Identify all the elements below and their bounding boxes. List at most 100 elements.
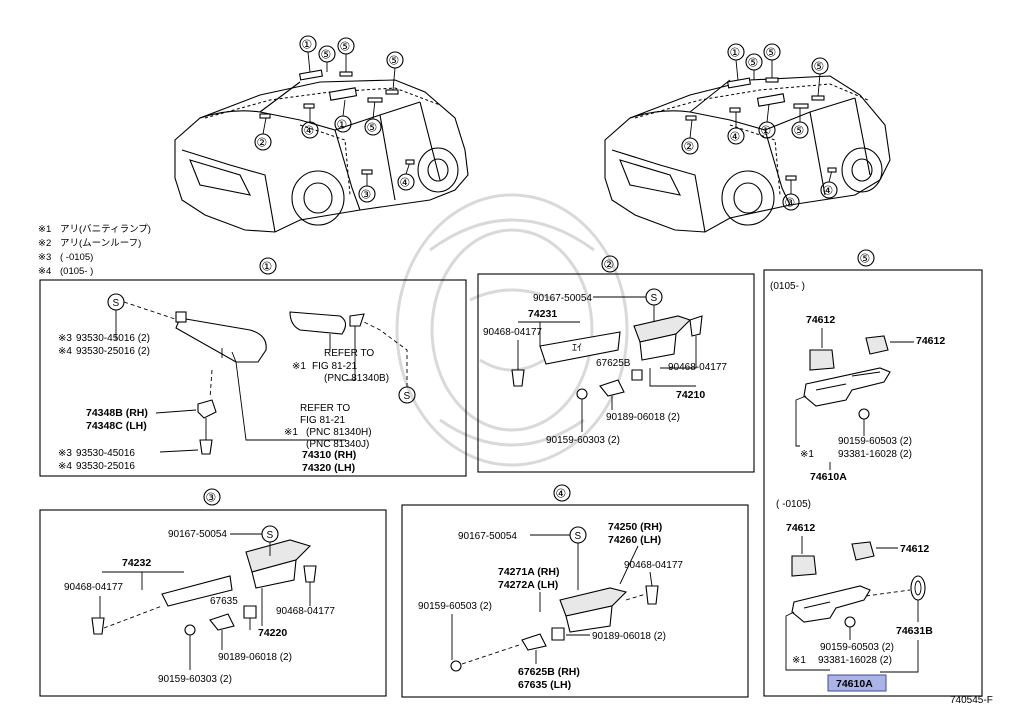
svg-text:S: S	[113, 298, 120, 309]
svg-text:90167-50054: 90167-50054	[168, 529, 227, 540]
svg-text:※1: ※1	[800, 449, 814, 460]
svg-text:※2: ※2	[38, 238, 51, 249]
svg-text:④: ④	[400, 176, 411, 190]
svg-text:※4: ※4	[58, 461, 72, 472]
svg-text:90159-60303 (2): 90159-60303 (2)	[546, 435, 620, 446]
svg-text:67625B (RH): 67625B (RH)	[518, 666, 580, 678]
svg-text:REFER TO: REFER TO	[324, 348, 374, 359]
section-3-assist-grip-rear: ③ 90167-50054 S 74232 90468-04177 67635 …	[39, 488, 387, 697]
section-4-assist-grip-rear-door: ④ 90167-50054 S 74250 (RH) 74260 (LH) 74…	[401, 484, 749, 698]
svg-text:74260 (LH): 74260 (LH)	[608, 534, 661, 546]
svg-text:74612: 74612	[900, 543, 929, 555]
svg-text:(PNC 81340H): (PNC 81340H)	[306, 427, 372, 438]
svg-text:⑤: ⑤	[794, 124, 805, 138]
svg-text:74231: 74231	[528, 308, 557, 320]
svg-text:90159-60503 (2): 90159-60503 (2)	[418, 601, 492, 612]
svg-text:90159-60503 (2): 90159-60503 (2)	[820, 642, 894, 653]
svg-text:90468-04177: 90468-04177	[64, 582, 123, 593]
svg-text:③: ③	[206, 491, 217, 505]
svg-text:⑤: ⑤	[814, 60, 825, 74]
svg-text:④: ④	[823, 184, 834, 198]
svg-text:90468-04177: 90468-04177	[668, 362, 727, 373]
notes-legend: ※1 アリ(バニティランプ) ※2 アリ(ムーンルーフ) ※3 ( -0105)…	[38, 224, 151, 277]
svg-text:74612: 74612	[786, 522, 815, 534]
svg-text:アリ(バニティランプ): アリ(バニティランプ)	[60, 224, 151, 235]
svg-text:①: ①	[337, 118, 348, 132]
svg-text:74320 (LH): 74320 (LH)	[302, 462, 355, 474]
svg-text:90468-04177: 90468-04177	[276, 606, 335, 617]
svg-text:②: ②	[257, 136, 268, 150]
svg-text:※4: ※4	[58, 346, 72, 357]
right-car-callouts: ① ⑤ ⑤ ⑤ ② ④ ① ⑤ ③ ④	[681, 43, 838, 211]
svg-text:74348B (RH): 74348B (RH)	[86, 407, 148, 419]
svg-text:※3: ※3	[58, 448, 72, 459]
svg-text:67635: 67635	[210, 596, 238, 607]
svg-text:⑤: ⑤	[860, 252, 871, 266]
svg-text:③: ③	[785, 196, 796, 210]
svg-text:90468-04177: 90468-04177	[483, 327, 542, 338]
svg-text:74612: 74612	[806, 314, 835, 326]
svg-text:90189-06018 (2): 90189-06018 (2)	[606, 412, 680, 423]
svg-text:FIG 81-21: FIG 81-21	[300, 415, 345, 426]
svg-text:⑤: ⑤	[321, 48, 332, 62]
svg-text:74612: 74612	[916, 335, 945, 347]
svg-text:93530-25016 (2): 93530-25016 (2)	[76, 346, 150, 357]
svg-text:②: ②	[684, 140, 695, 154]
svg-text:※1: ※1	[38, 224, 51, 235]
svg-text:⑤: ⑤	[766, 46, 777, 60]
svg-text:FIG 81-21: FIG 81-21	[312, 361, 357, 372]
svg-text:93530-45016: 93530-45016	[76, 448, 135, 459]
svg-text:74348C (LH): 74348C (LH)	[86, 420, 147, 432]
svg-text:93530-45016 (2): 93530-45016 (2)	[76, 333, 150, 344]
left-car-callouts: ① ⑤ ⑤ ⑤ ② ④ ① ⑤ ③ ④	[254, 35, 415, 203]
svg-text:③: ③	[361, 188, 372, 202]
svg-text:ｴｲ: ｴｲ	[572, 343, 582, 354]
svg-text:⑤: ⑤	[367, 121, 378, 135]
svg-text:S: S	[404, 391, 411, 402]
svg-text:※4: ※4	[38, 266, 51, 277]
svg-text:90167-50054: 90167-50054	[458, 531, 517, 542]
svg-text:※3: ※3	[38, 252, 51, 263]
svg-text:74271A (RH): 74271A (RH)	[498, 566, 559, 578]
svg-text:④: ④	[556, 487, 567, 501]
svg-text:67635 (LH): 67635 (LH)	[518, 679, 571, 691]
svg-text:※3: ※3	[58, 333, 72, 344]
svg-text:93381-16028 (2): 93381-16028 (2)	[818, 655, 892, 666]
car-wagon-illustration	[604, 75, 891, 233]
svg-text:90159-60303 (2): 90159-60303 (2)	[158, 674, 232, 685]
svg-text:90159-60503 (2): 90159-60503 (2)	[838, 436, 912, 447]
highlighted-part-label[interactable]: 74610A	[836, 678, 873, 690]
svg-text:①: ①	[761, 124, 772, 138]
watermark-emblem	[395, 193, 629, 467]
svg-text:S: S	[575, 531, 582, 542]
svg-text:②: ②	[604, 258, 615, 272]
svg-text:90468-04177: 90468-04177	[624, 560, 683, 571]
car-sedan-illustration	[174, 79, 469, 233]
svg-text:67625B: 67625B	[596, 358, 631, 369]
svg-text:(PNC 81340B): (PNC 81340B)	[324, 373, 389, 384]
svg-text:74631B: 74631B	[896, 625, 933, 637]
svg-text:①: ①	[262, 260, 273, 274]
svg-text:90189-06018 (2): 90189-06018 (2)	[218, 652, 292, 663]
svg-text:74610A: 74610A	[810, 471, 847, 483]
svg-text:( -0105): ( -0105)	[60, 252, 93, 263]
svg-text:アリ(ムーンルーフ): アリ(ムーンルーフ)	[60, 238, 141, 249]
svg-text:④: ④	[304, 124, 315, 138]
svg-text:④: ④	[730, 130, 741, 144]
svg-text:74310 (RH): 74310 (RH)	[302, 449, 356, 461]
svg-text:90189-06018 (2): 90189-06018 (2)	[592, 631, 666, 642]
svg-text:※1: ※1	[284, 427, 298, 438]
svg-text:74220: 74220	[258, 627, 287, 639]
svg-text:(0105- ): (0105- )	[770, 281, 805, 292]
highlighted-part-74610A[interactable]	[827, 674, 887, 692]
svg-text:74210: 74210	[676, 389, 705, 401]
svg-text:※1: ※1	[292, 361, 306, 372]
svg-text:90167-50054: 90167-50054	[533, 293, 592, 304]
section-5-roof-assist-grip: ⑤ (0105- ) 74612 74612 90159-60503 (2) ※…	[763, 249, 983, 697]
svg-text:⑤: ⑤	[748, 56, 759, 70]
figure-id: 740545-F	[950, 695, 993, 706]
svg-text:93381-16028 (2): 93381-16028 (2)	[838, 449, 912, 460]
svg-text:①: ①	[730, 46, 741, 60]
svg-text:⑤: ⑤	[340, 40, 351, 54]
svg-text:74250 (RH): 74250 (RH)	[608, 521, 662, 533]
